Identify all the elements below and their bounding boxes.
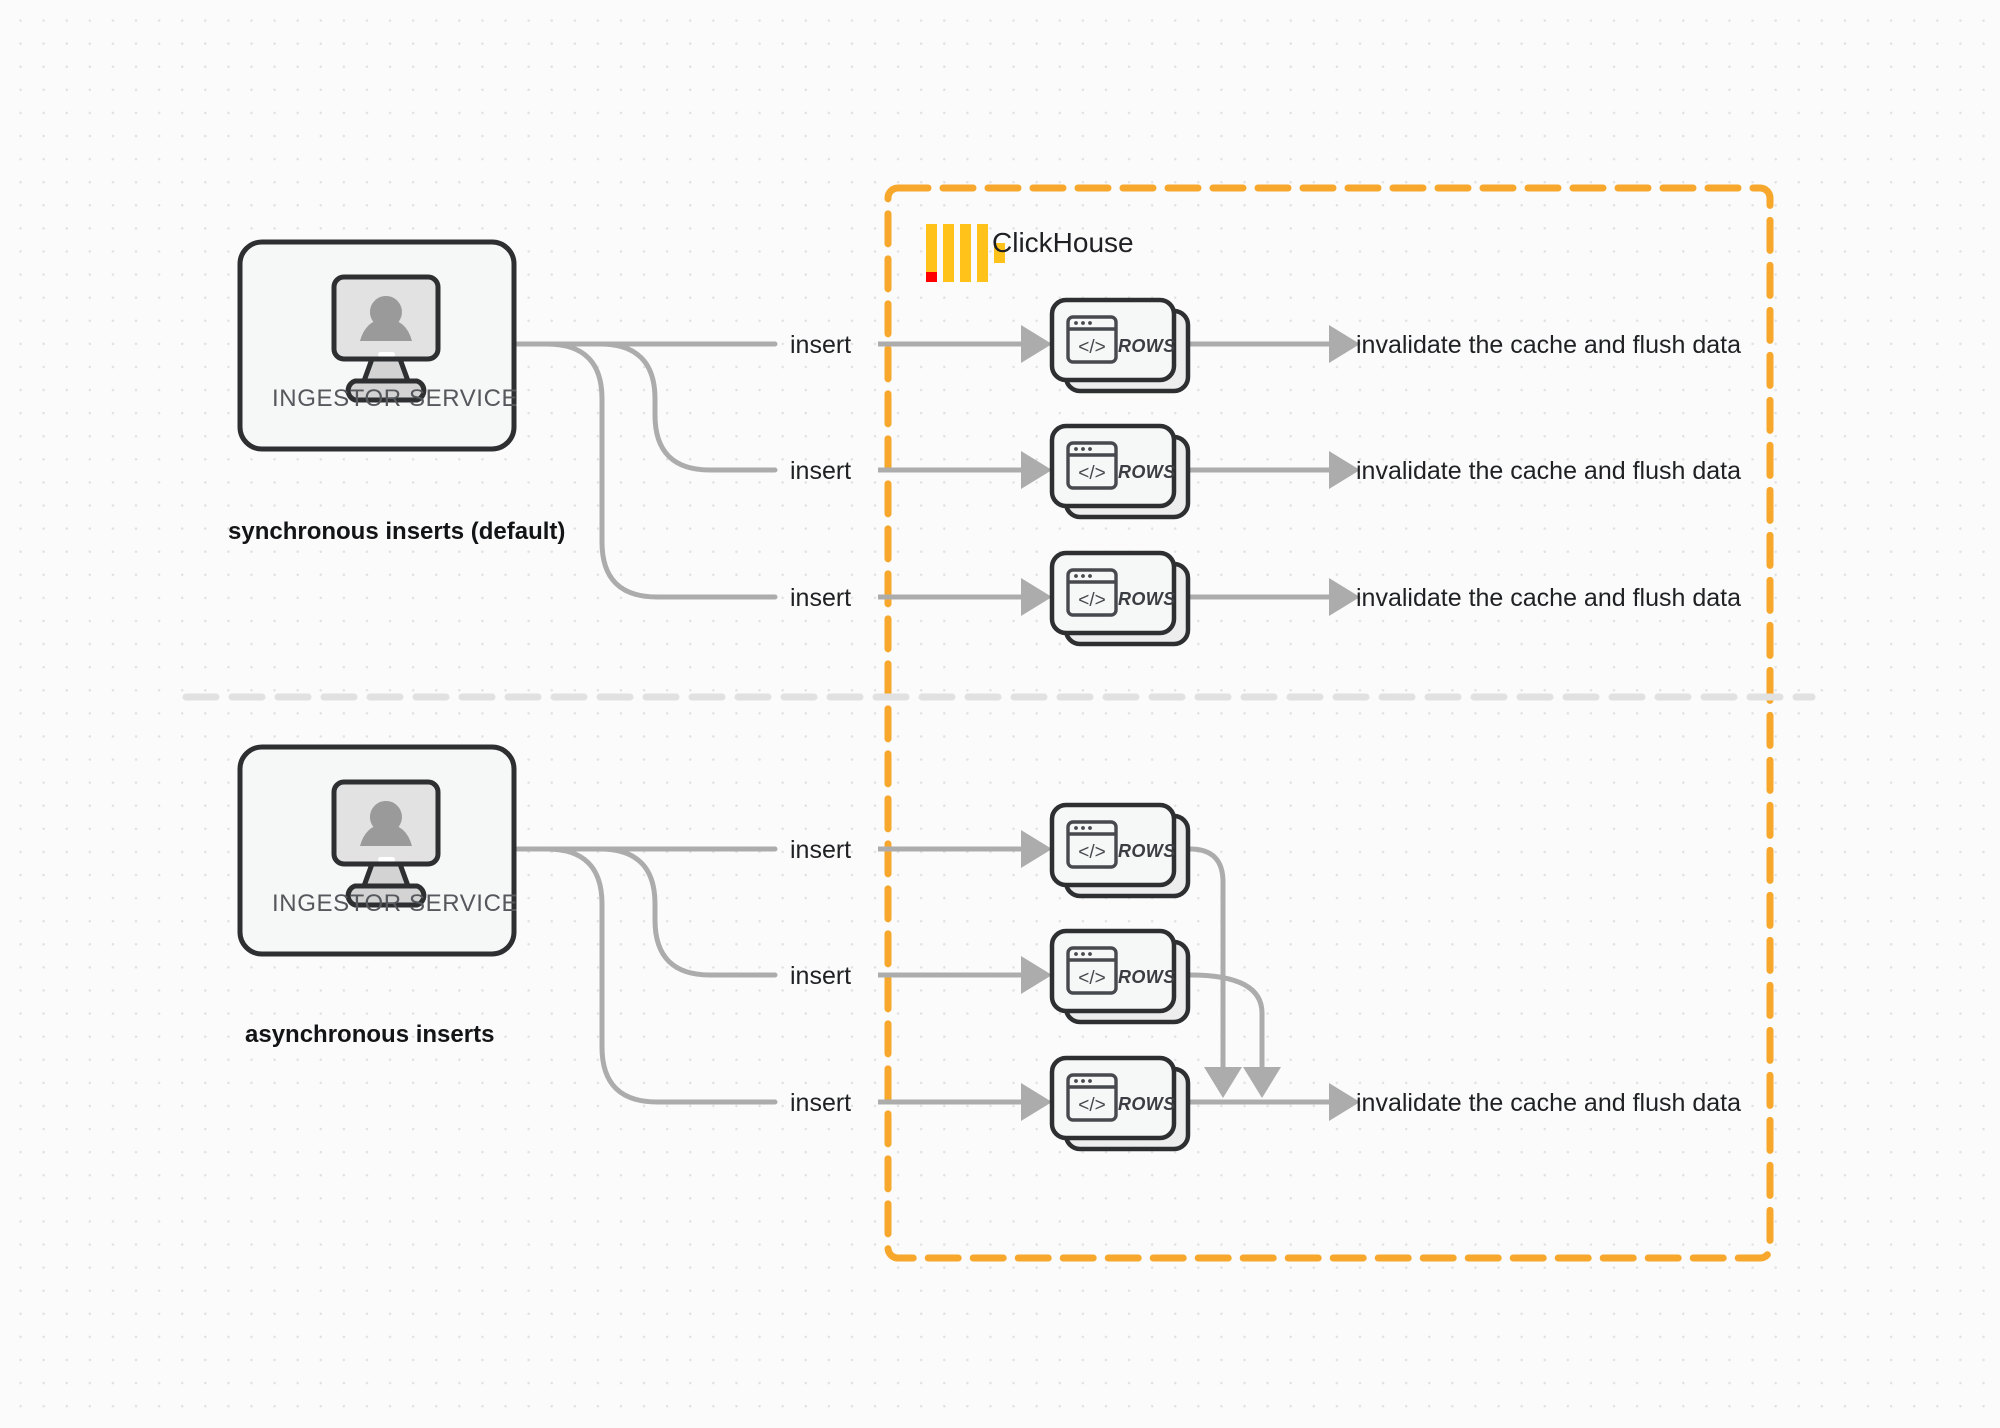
rows-card-label: ROWS <box>1118 589 1176 609</box>
svg-text:</>: </> <box>1078 968 1105 989</box>
async-merge-connectors <box>1189 846 1281 1098</box>
code-window-icon: </> <box>1066 1073 1118 1122</box>
result-label: invalidate the cache and flush data <box>1356 331 1741 359</box>
edge-label-insert: insert <box>790 962 852 990</box>
code-window-icon: </> <box>1066 315 1118 364</box>
edge-label-insert: insert <box>790 457 852 485</box>
edge-label-insert: insert <box>790 836 852 864</box>
sync-insert-arrows <box>878 325 1052 616</box>
rows-card[interactable]: </> <box>1049 802 1191 899</box>
async-connectors <box>512 846 778 1105</box>
ingestor-service-label-async: INGESTOR SERVICE <box>272 890 519 917</box>
code-window-icon: </> <box>1066 568 1118 617</box>
result-label-merged: invalidate the cache and flush data <box>1356 1089 1741 1117</box>
rows-card-label: ROWS <box>1118 462 1176 482</box>
edge-label-insert: insert <box>790 1089 852 1117</box>
code-window-icon: </> <box>1066 946 1118 995</box>
code-window-icon: </> <box>1066 820 1118 869</box>
edge-label-insert: insert <box>790 584 852 612</box>
ingestor-service-label-sync: INGESTOR SERVICE <box>272 385 519 412</box>
rows-card[interactable]: </> <box>1049 550 1191 647</box>
clickhouse-boundary-label: ClickHouse <box>992 227 1134 258</box>
rows-card[interactable]: </> <box>1049 928 1191 1025</box>
result-label: invalidate the cache and flush data <box>1356 584 1741 612</box>
rows-card-label: ROWS <box>1118 336 1176 356</box>
section-caption-async: asynchronous inserts <box>245 1021 495 1048</box>
rows-card[interactable]: </> <box>1049 297 1191 394</box>
result-label: invalidate the cache and flush data <box>1356 457 1741 485</box>
svg-text:</>: </> <box>1078 842 1105 863</box>
rows-card-label: ROWS <box>1118 1094 1176 1114</box>
clickhouse-logo-icon <box>926 224 1005 282</box>
async-insert-arrows <box>878 830 1052 1121</box>
rows-card-label: ROWS <box>1118 967 1176 987</box>
svg-text:</>: </> <box>1078 337 1105 358</box>
svg-text:</>: </> <box>1078 463 1105 484</box>
ingestor-service-sync[interactable] <box>237 239 517 452</box>
sync-result-arrows <box>1190 325 1360 616</box>
monitor-user-icon <box>331 274 441 403</box>
rows-card[interactable]: </> <box>1049 1055 1191 1152</box>
svg-text:</>: </> <box>1078 590 1105 611</box>
rows-card-label: ROWS <box>1118 841 1176 861</box>
rows-card[interactable]: </> <box>1049 423 1191 520</box>
edge-label-insert: insert <box>790 331 852 359</box>
ingestor-service-async[interactable] <box>237 744 517 957</box>
section-caption-sync: synchronous inserts (default) <box>228 518 566 545</box>
svg-text:</>: </> <box>1078 1095 1105 1116</box>
monitor-user-icon <box>331 779 441 908</box>
clickhouse-boundary <box>884 184 1774 1262</box>
code-window-icon: </> <box>1066 441 1118 490</box>
sync-connectors <box>512 341 778 600</box>
